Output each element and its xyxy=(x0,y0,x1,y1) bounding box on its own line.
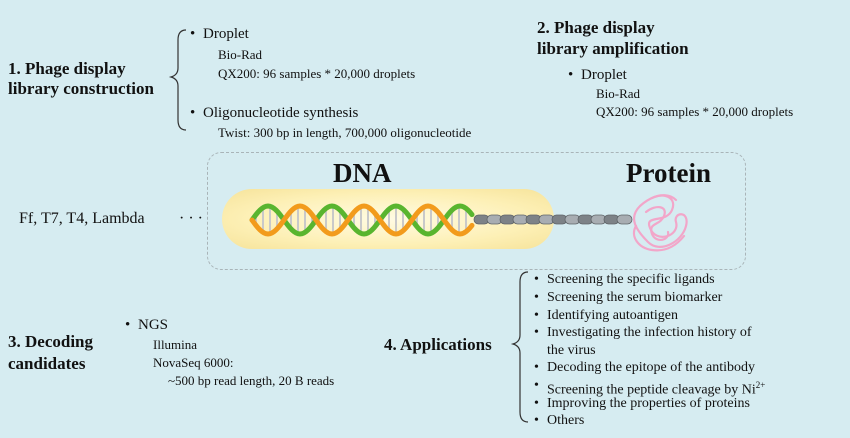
ellipsis: · · · xyxy=(179,210,203,227)
section3-item-ngs: NGS xyxy=(125,316,168,334)
section1-item-oligo-spec: Twist: 300 bp in length, 700,000 oligonu… xyxy=(218,125,472,140)
section1-title-line1: 1. Phage display xyxy=(8,59,126,78)
dna-strand xyxy=(249,203,475,237)
application-item: Investigating the infection history of xyxy=(534,324,751,341)
application-item: Decoding the epitope of the antibody xyxy=(534,359,755,376)
section1-item-oligo: Oligonucleotide synthesis xyxy=(190,104,358,122)
application-item: Screening the serum biomarker xyxy=(534,289,722,306)
application-item-nickel: Screening the peptide cleavage by Ni2+ xyxy=(534,377,766,399)
section4-title: 4. Applications xyxy=(384,335,492,354)
display-diagram-frame xyxy=(207,152,746,270)
section1-item-droplet-vendor: Bio-Rad xyxy=(218,47,263,62)
application-item: Screening the specific ligands xyxy=(534,271,715,288)
chain-link xyxy=(616,214,633,225)
nickel-charge-superscript: 2+ xyxy=(755,380,766,390)
section3-title-line1: 3. Decoding xyxy=(8,332,93,351)
application-item: Others xyxy=(534,412,584,429)
section1-item-droplet-spec: QX200: 96 samples * 20,000 droplets xyxy=(218,66,416,81)
protein-icon xyxy=(632,194,688,252)
section2-item-droplet: Droplet xyxy=(568,66,627,84)
application-item: Improving the properties of proteins xyxy=(534,395,750,412)
protein-label: Protein xyxy=(626,158,711,188)
section3-item-ngs-spec: ~500 bp read length, 20 B reads xyxy=(168,373,335,388)
section2-title-line1: 2. Phage display xyxy=(537,18,655,37)
application-item: Identifying autoantigen xyxy=(534,307,678,324)
section2-title-line2: library amplification xyxy=(537,39,689,58)
linker-chain-icon xyxy=(473,214,633,225)
section3-item-ngs-platform: NovaSeq 6000: xyxy=(153,355,234,370)
brace-section4 xyxy=(510,271,529,423)
section2-item-droplet-spec: QX200: 96 samples * 20,000 droplets xyxy=(596,104,794,119)
section2-item-droplet-vendor: Bio-Rad xyxy=(596,86,641,101)
application-item-continuation: the virus xyxy=(547,343,596,358)
section1-title-line2: library construction xyxy=(8,79,154,98)
phage-types-label: Ff, T7, T4, Lambda xyxy=(19,210,145,227)
section3-title-line2: candidates xyxy=(8,354,86,373)
brace-section1 xyxy=(168,29,187,131)
dna-helix-icon xyxy=(249,203,475,237)
application-item-text: Screening the peptide cleavage by Ni xyxy=(547,382,756,398)
section3-item-ngs-vendor: Illumina xyxy=(153,337,198,352)
section1-item-droplet: Droplet xyxy=(190,25,249,43)
dna-strand xyxy=(249,203,475,237)
dna-label: DNA xyxy=(333,158,392,188)
